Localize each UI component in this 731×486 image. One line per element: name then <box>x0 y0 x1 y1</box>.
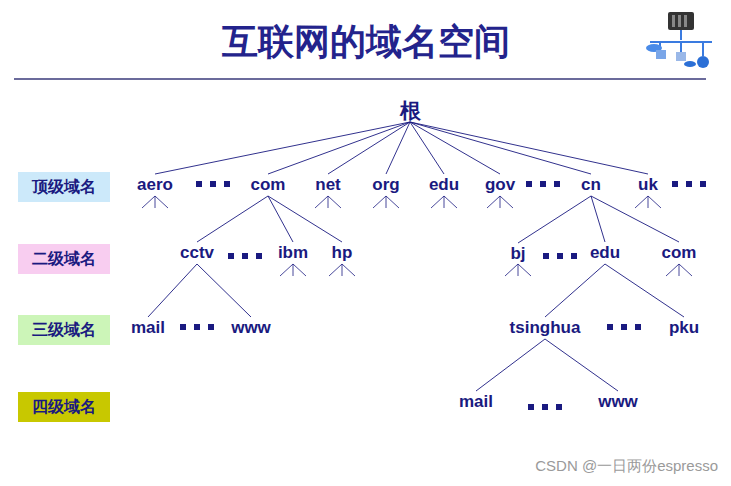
level-label: 三级域名 <box>18 315 110 345</box>
domain-node: hp <box>331 243 354 263</box>
tree-branch <box>605 264 684 317</box>
level-label: 顶级域名 <box>18 172 110 202</box>
tree-branch <box>148 264 197 317</box>
domain-node: edu <box>589 243 621 263</box>
tree-branch <box>197 196 268 242</box>
domain-text: mail <box>459 392 493 411</box>
domain-node: gov <box>484 175 516 195</box>
domain-node: 根 <box>399 101 422 121</box>
tree-branch <box>155 122 410 174</box>
title-rule <box>14 78 706 80</box>
tree-branch <box>197 264 251 317</box>
tree-branch <box>268 196 342 242</box>
domain-node: ibm <box>277 243 309 263</box>
tree-branch <box>518 196 591 243</box>
tree-branch <box>410 122 648 174</box>
domain-text: cn <box>581 175 601 194</box>
domain-node: edu <box>428 175 460 195</box>
page-title: 互联网的域名空间 <box>0 20 731 64</box>
domain-text: hp <box>332 243 353 262</box>
domain-node: aero <box>136 175 174 195</box>
domain-text: com <box>662 243 697 262</box>
domain-text: org <box>372 175 399 194</box>
tree-branch <box>410 122 444 174</box>
subtree-stubs <box>142 196 692 276</box>
domain-node: com <box>661 243 698 263</box>
domain-text: net <box>315 175 341 194</box>
domain-node: com <box>250 175 287 195</box>
domain-text: bj <box>510 244 525 263</box>
domain-node: cctv <box>179 243 215 263</box>
domain-text: com <box>251 175 286 194</box>
tree-branch <box>328 122 410 174</box>
domain-node: www <box>597 392 639 412</box>
domain-text: ibm <box>278 243 308 262</box>
tree-branch <box>386 122 410 174</box>
tree-branch <box>591 196 679 242</box>
domain-text: pku <box>669 318 699 337</box>
domain-node: bj <box>509 244 526 264</box>
domain-text: 根 <box>400 99 421 122</box>
tree-branch <box>545 339 618 391</box>
tree-branch <box>268 196 293 242</box>
domain-node: tsinghua <box>509 318 582 338</box>
level-label: 二级域名 <box>18 244 110 274</box>
domain-text: gov <box>485 175 515 194</box>
level-text: 四级域名 <box>32 398 96 415</box>
domain-text: edu <box>429 175 459 194</box>
domain-text: tsinghua <box>510 318 581 337</box>
level-text: 顶级域名 <box>32 178 96 195</box>
domain-text: cctv <box>180 243 214 262</box>
domain-node: www <box>230 318 272 338</box>
level-label: 四级域名 <box>18 392 110 422</box>
network-icon <box>646 12 712 68</box>
domain-text: aero <box>137 175 173 194</box>
domain-node: uk <box>637 175 659 195</box>
domain-node: mail <box>130 318 166 338</box>
domain-text: uk <box>638 175 658 194</box>
domain-text: edu <box>590 243 620 262</box>
tree-branch <box>410 122 500 174</box>
domain-node: org <box>371 175 400 195</box>
tree-branch <box>410 122 591 174</box>
tree-branch <box>545 264 605 317</box>
domain-node: pku <box>668 318 700 338</box>
domain-node: net <box>314 175 342 195</box>
domain-node: mail <box>458 392 494 412</box>
tree-branch <box>476 339 545 391</box>
domain-node: cn <box>580 175 602 195</box>
domain-text: mail <box>131 318 165 337</box>
watermark: CSDN @一日两份espresso <box>535 457 718 476</box>
tree-branch <box>591 196 605 242</box>
level-text: 三级域名 <box>32 321 96 338</box>
tree-branch <box>268 122 410 174</box>
level-text: 二级域名 <box>32 250 96 267</box>
ellipsis-dots <box>180 181 706 410</box>
domain-text: www <box>598 392 638 411</box>
domain-text: www <box>231 318 271 337</box>
